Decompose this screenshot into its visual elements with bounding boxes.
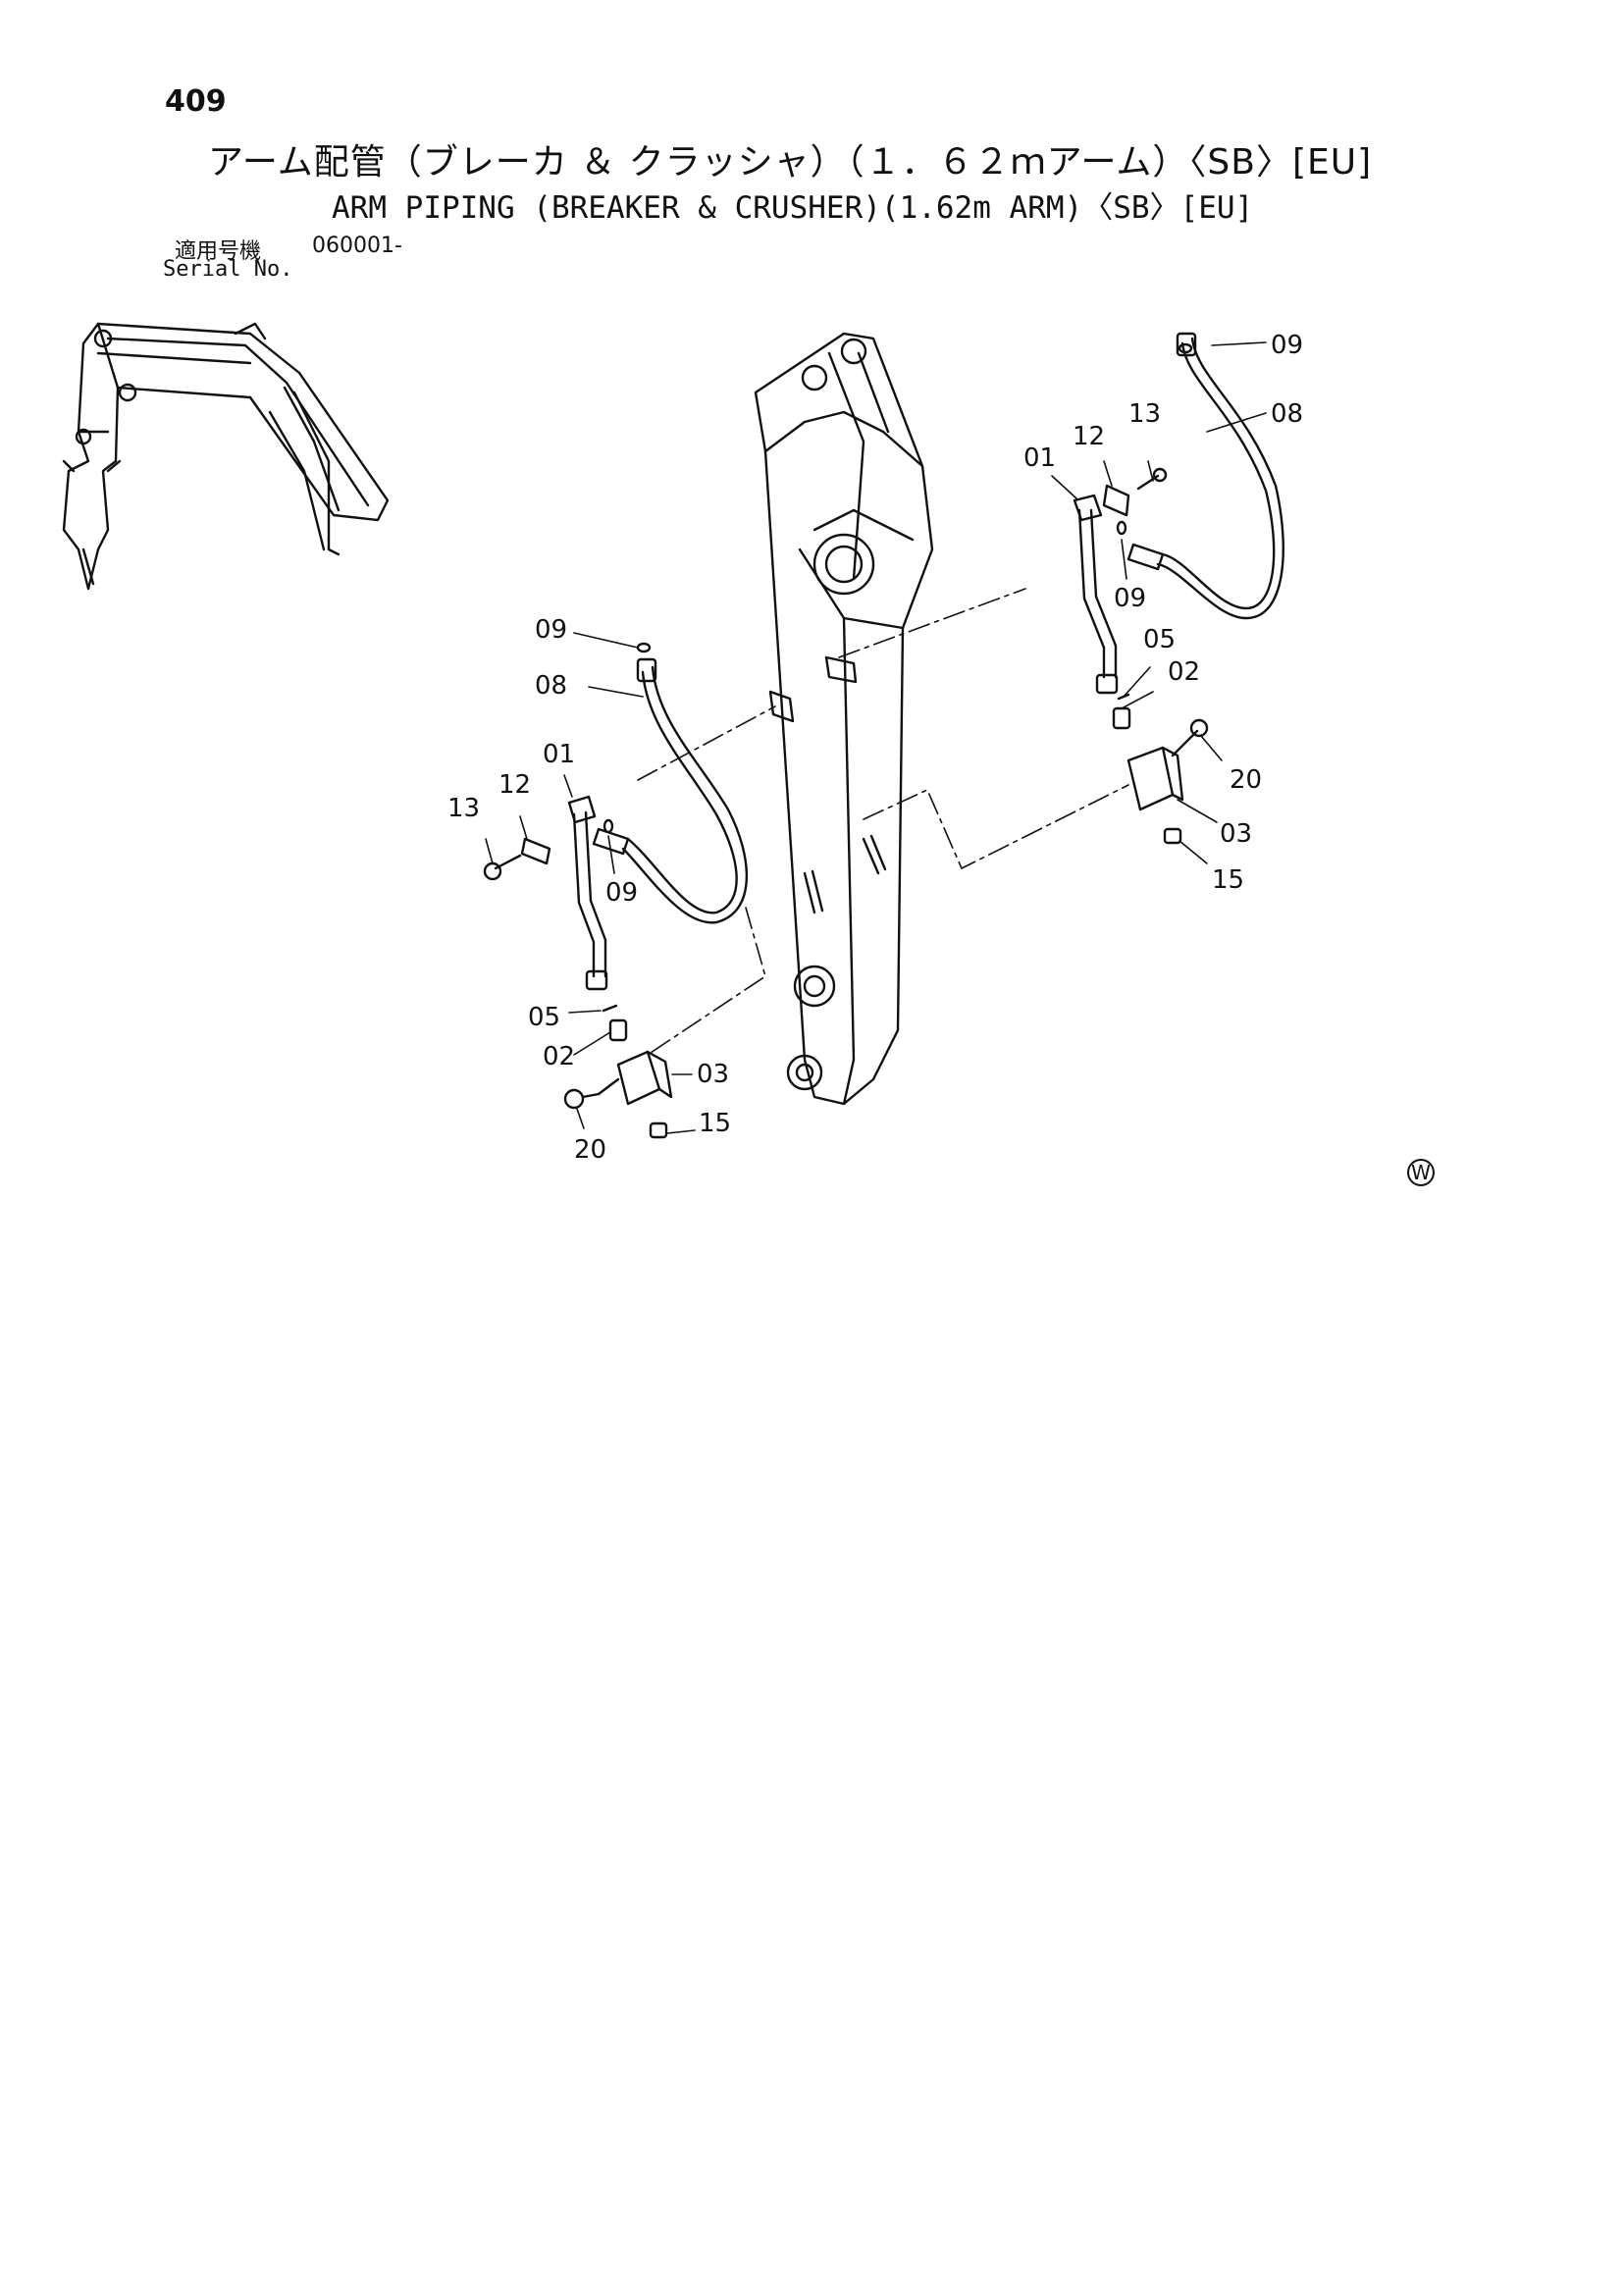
left-piping-assembly <box>483 642 749 1139</box>
callout-08-left: 08 <box>535 671 567 701</box>
callout-09-top: 09 <box>1271 331 1303 360</box>
callout-03-right: 03 <box>1220 819 1252 849</box>
callout-15-right: 15 <box>1212 865 1244 895</box>
w-mark-letter: W <box>1411 1161 1431 1184</box>
circled-w-mark: W <box>1407 1159 1435 1186</box>
callout-09-mid: 09 <box>1114 584 1146 613</box>
serial-label-japanese: 適用号機 <box>175 239 262 264</box>
callout-labels: 09 08 13 12 01 09 05 02 20 03 15 09 08 0… <box>447 331 1303 1165</box>
arm-structure <box>754 332 934 1106</box>
callout-01-left: 01 <box>543 740 575 769</box>
callout-02-left: 02 <box>543 1042 575 1071</box>
callout-09-low: 09 <box>605 878 638 908</box>
serial-number-value: 060001- <box>312 234 402 258</box>
callout-13-left: 13 <box>447 794 480 823</box>
leader-lines <box>485 341 1267 1134</box>
callout-13-top: 13 <box>1128 399 1161 429</box>
excavator-overview-illustration <box>62 322 390 591</box>
callout-03-left: 03 <box>697 1060 729 1089</box>
callout-20-right: 20 <box>1230 765 1262 795</box>
serial-label-english: Serial No. <box>163 257 293 282</box>
title-english: ARM PIPING (BREAKER & CRUSHER)(1.62m ARM… <box>332 190 1254 226</box>
page-number: 409 <box>165 84 227 119</box>
callout-01-top: 01 <box>1023 444 1056 473</box>
callout-05-left: 05 <box>528 1003 560 1032</box>
callout-15-left: 15 <box>699 1109 731 1138</box>
routing-lines <box>637 588 1129 1056</box>
callout-08-top: 08 <box>1271 399 1303 429</box>
callout-05-right: 05 <box>1143 625 1176 654</box>
right-piping-assembly <box>1073 332 1284 845</box>
callout-20-left: 20 <box>574 1135 606 1165</box>
callout-09-left: 09 <box>535 615 567 645</box>
callout-02-right: 02 <box>1168 657 1200 687</box>
callout-12-top: 12 <box>1073 422 1105 451</box>
title-japanese: アーム配管（ブレーカ ＆ クラッシャ）（１．６２ｍアーム）〈SB〉[EU] <box>208 142 1373 183</box>
callout-12-left: 12 <box>498 770 531 800</box>
